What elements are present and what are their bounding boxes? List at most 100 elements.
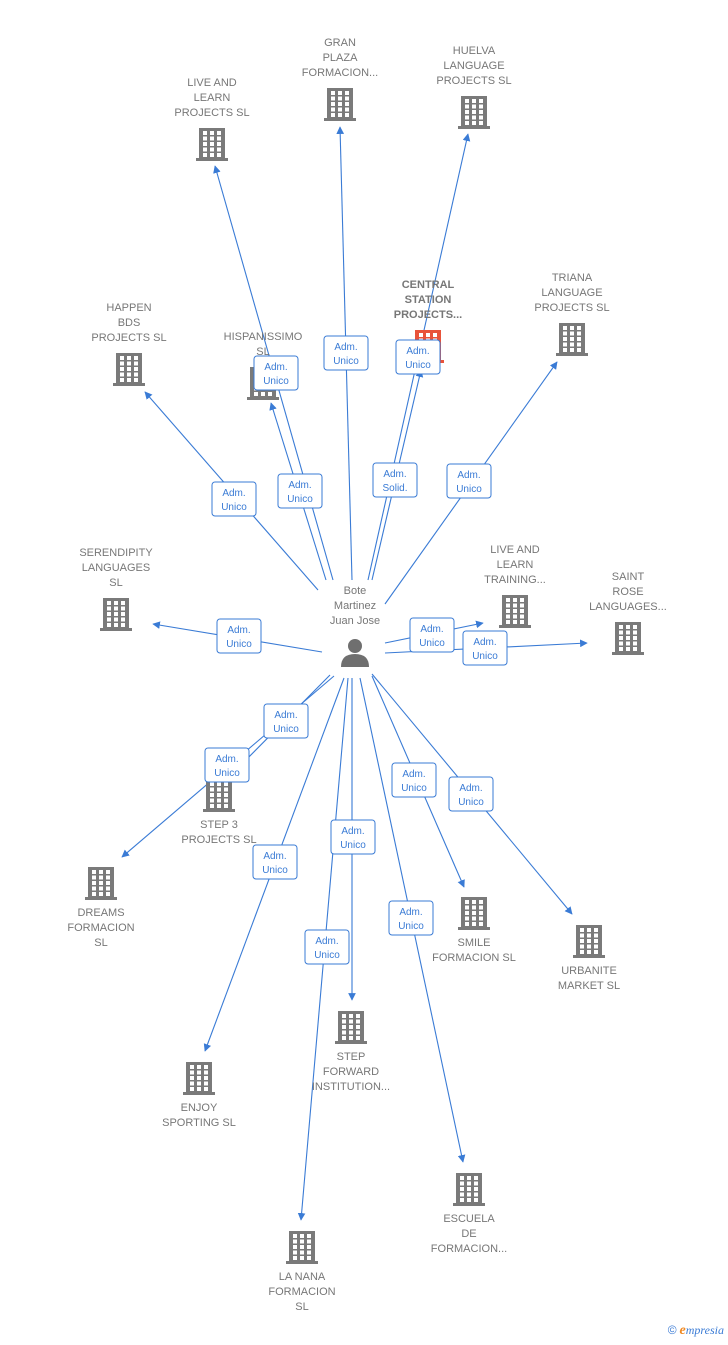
role-badge-triana[interactable]: Adm. Unico: [446, 463, 492, 499]
role-text: Adm.: [459, 783, 482, 794]
role-text: Adm.: [288, 480, 311, 491]
node-label-escuela-line: DE: [461, 1228, 476, 1240]
building-icon: [612, 622, 644, 655]
role-text: Adm.: [315, 936, 338, 947]
role-badge-live-learn-projects[interactable]: Adm.Unico: [253, 355, 299, 391]
node-label-step-forward-line: INSTITUTION...: [312, 1081, 390, 1093]
role-text: Adm.: [402, 769, 425, 780]
role-text: Unico: [405, 360, 431, 371]
brand-logo[interactable]: ©empresia: [668, 1323, 724, 1339]
node-smile[interactable]: SMILE FORMACION SL: [432, 897, 516, 964]
node-label-live-learn-projects-line: LIVE AND: [187, 77, 237, 89]
role-text: Adm.: [420, 624, 443, 635]
building-icon: [85, 867, 117, 900]
building-icon: [458, 897, 490, 930]
role-badge-step-forward[interactable]: Adm.Unico: [330, 819, 376, 855]
building-icon: [113, 353, 145, 386]
node-label-smile-line: FORMACION SL: [432, 952, 516, 964]
building-icon: [286, 1231, 318, 1264]
node-label-triana-line: PROJECTS SL: [534, 302, 609, 314]
role-text: Unico: [419, 638, 445, 649]
role-badge-urbanite[interactable]: Adm.Unico: [448, 776, 494, 812]
node-label-la-nana-line: FORMACION: [268, 1286, 335, 1298]
node-label-smile-line: SMILE: [457, 937, 490, 949]
node-label-central-station-line: PROJECTS...: [394, 309, 462, 321]
role-badge-serendipity[interactable]: Adm.Unico: [216, 618, 262, 654]
role-badge-la-nana[interactable]: Adm. Unico: [304, 929, 350, 965]
role-text: Unico: [273, 724, 299, 735]
role-badge-live-learn-training[interactable]: Adm. Unico: [409, 617, 455, 653]
role-badge-escuela[interactable]: Adm.Unico: [388, 900, 434, 936]
node-label-dreams-line: DREAMS: [77, 907, 124, 919]
node-label-enjoy-line: ENJOY: [181, 1102, 218, 1114]
node-label-live-learn-projects-line: LEARN: [194, 92, 231, 104]
node-label-la-nana-line: SL: [295, 1301, 308, 1313]
node-label-happen-bds-line: PROJECTS SL: [91, 332, 166, 344]
building-icon: [100, 598, 132, 631]
role-text: Unico: [287, 494, 313, 505]
node-label-gran-plaza-line: FORMACION...: [302, 67, 378, 79]
copyright-symbol: ©: [667, 1323, 677, 1337]
role-text: Unico: [263, 376, 289, 387]
role-badge-saint-rose[interactable]: Adm. Unico: [462, 630, 508, 666]
role-text: Unico: [262, 865, 288, 876]
role-badge-huelva[interactable]: Adm. Unico: [395, 339, 441, 375]
role-text: Unico: [456, 484, 482, 495]
node-label-step3-line: STEP 3: [200, 819, 238, 831]
node-label-huelva-line: PROJECTS SL: [436, 75, 511, 87]
building-icon: [458, 96, 490, 129]
role-text: Unico: [472, 651, 498, 662]
node-la-nana[interactable]: LA NANA FORMACION SL: [268, 1231, 336, 1313]
role-text: Adm.: [457, 470, 480, 481]
role-text: Adm.: [274, 710, 297, 721]
role-text: Unico: [340, 840, 366, 851]
node-label-saint-rose-line: LANGUAGES...: [589, 601, 667, 613]
role-badge-happen-bds[interactable]: Adm.Unico: [211, 481, 257, 517]
role-text: Unico: [226, 639, 252, 650]
node-label-live-learn-training-line: LIVE AND: [490, 544, 540, 556]
role-badge-central-station[interactable]: Adm.Solid.: [372, 462, 418, 498]
role-badge-dreams[interactable]: Adm.Unico: [204, 747, 250, 783]
role-badge-hispanissimo[interactable]: Adm. Unico: [277, 473, 323, 509]
role-text: Unico: [314, 950, 340, 961]
role-badge-enjoy[interactable]: Adm.Unico: [252, 844, 298, 880]
node-label-urbanite-line: URBANITE: [561, 965, 617, 977]
node-label-la-nana-line: LA NANA: [279, 1271, 326, 1283]
building-icon: [499, 595, 531, 628]
role-text: Adm.: [473, 637, 496, 648]
role-badge-smile[interactable]: Adm.Unico: [391, 762, 437, 798]
role-badge-step3[interactable]: Adm. Unico: [263, 703, 309, 739]
node-label-huelva-line: LANGUAGE: [443, 60, 504, 72]
node-label-la-nana: LA NANA FORMACION SL: [268, 1271, 335, 1313]
role-badge-gran-plaza[interactable]: Adm.Unico: [323, 335, 369, 371]
role-text: Adm.: [406, 346, 429, 357]
role-text: Unico: [333, 356, 359, 367]
